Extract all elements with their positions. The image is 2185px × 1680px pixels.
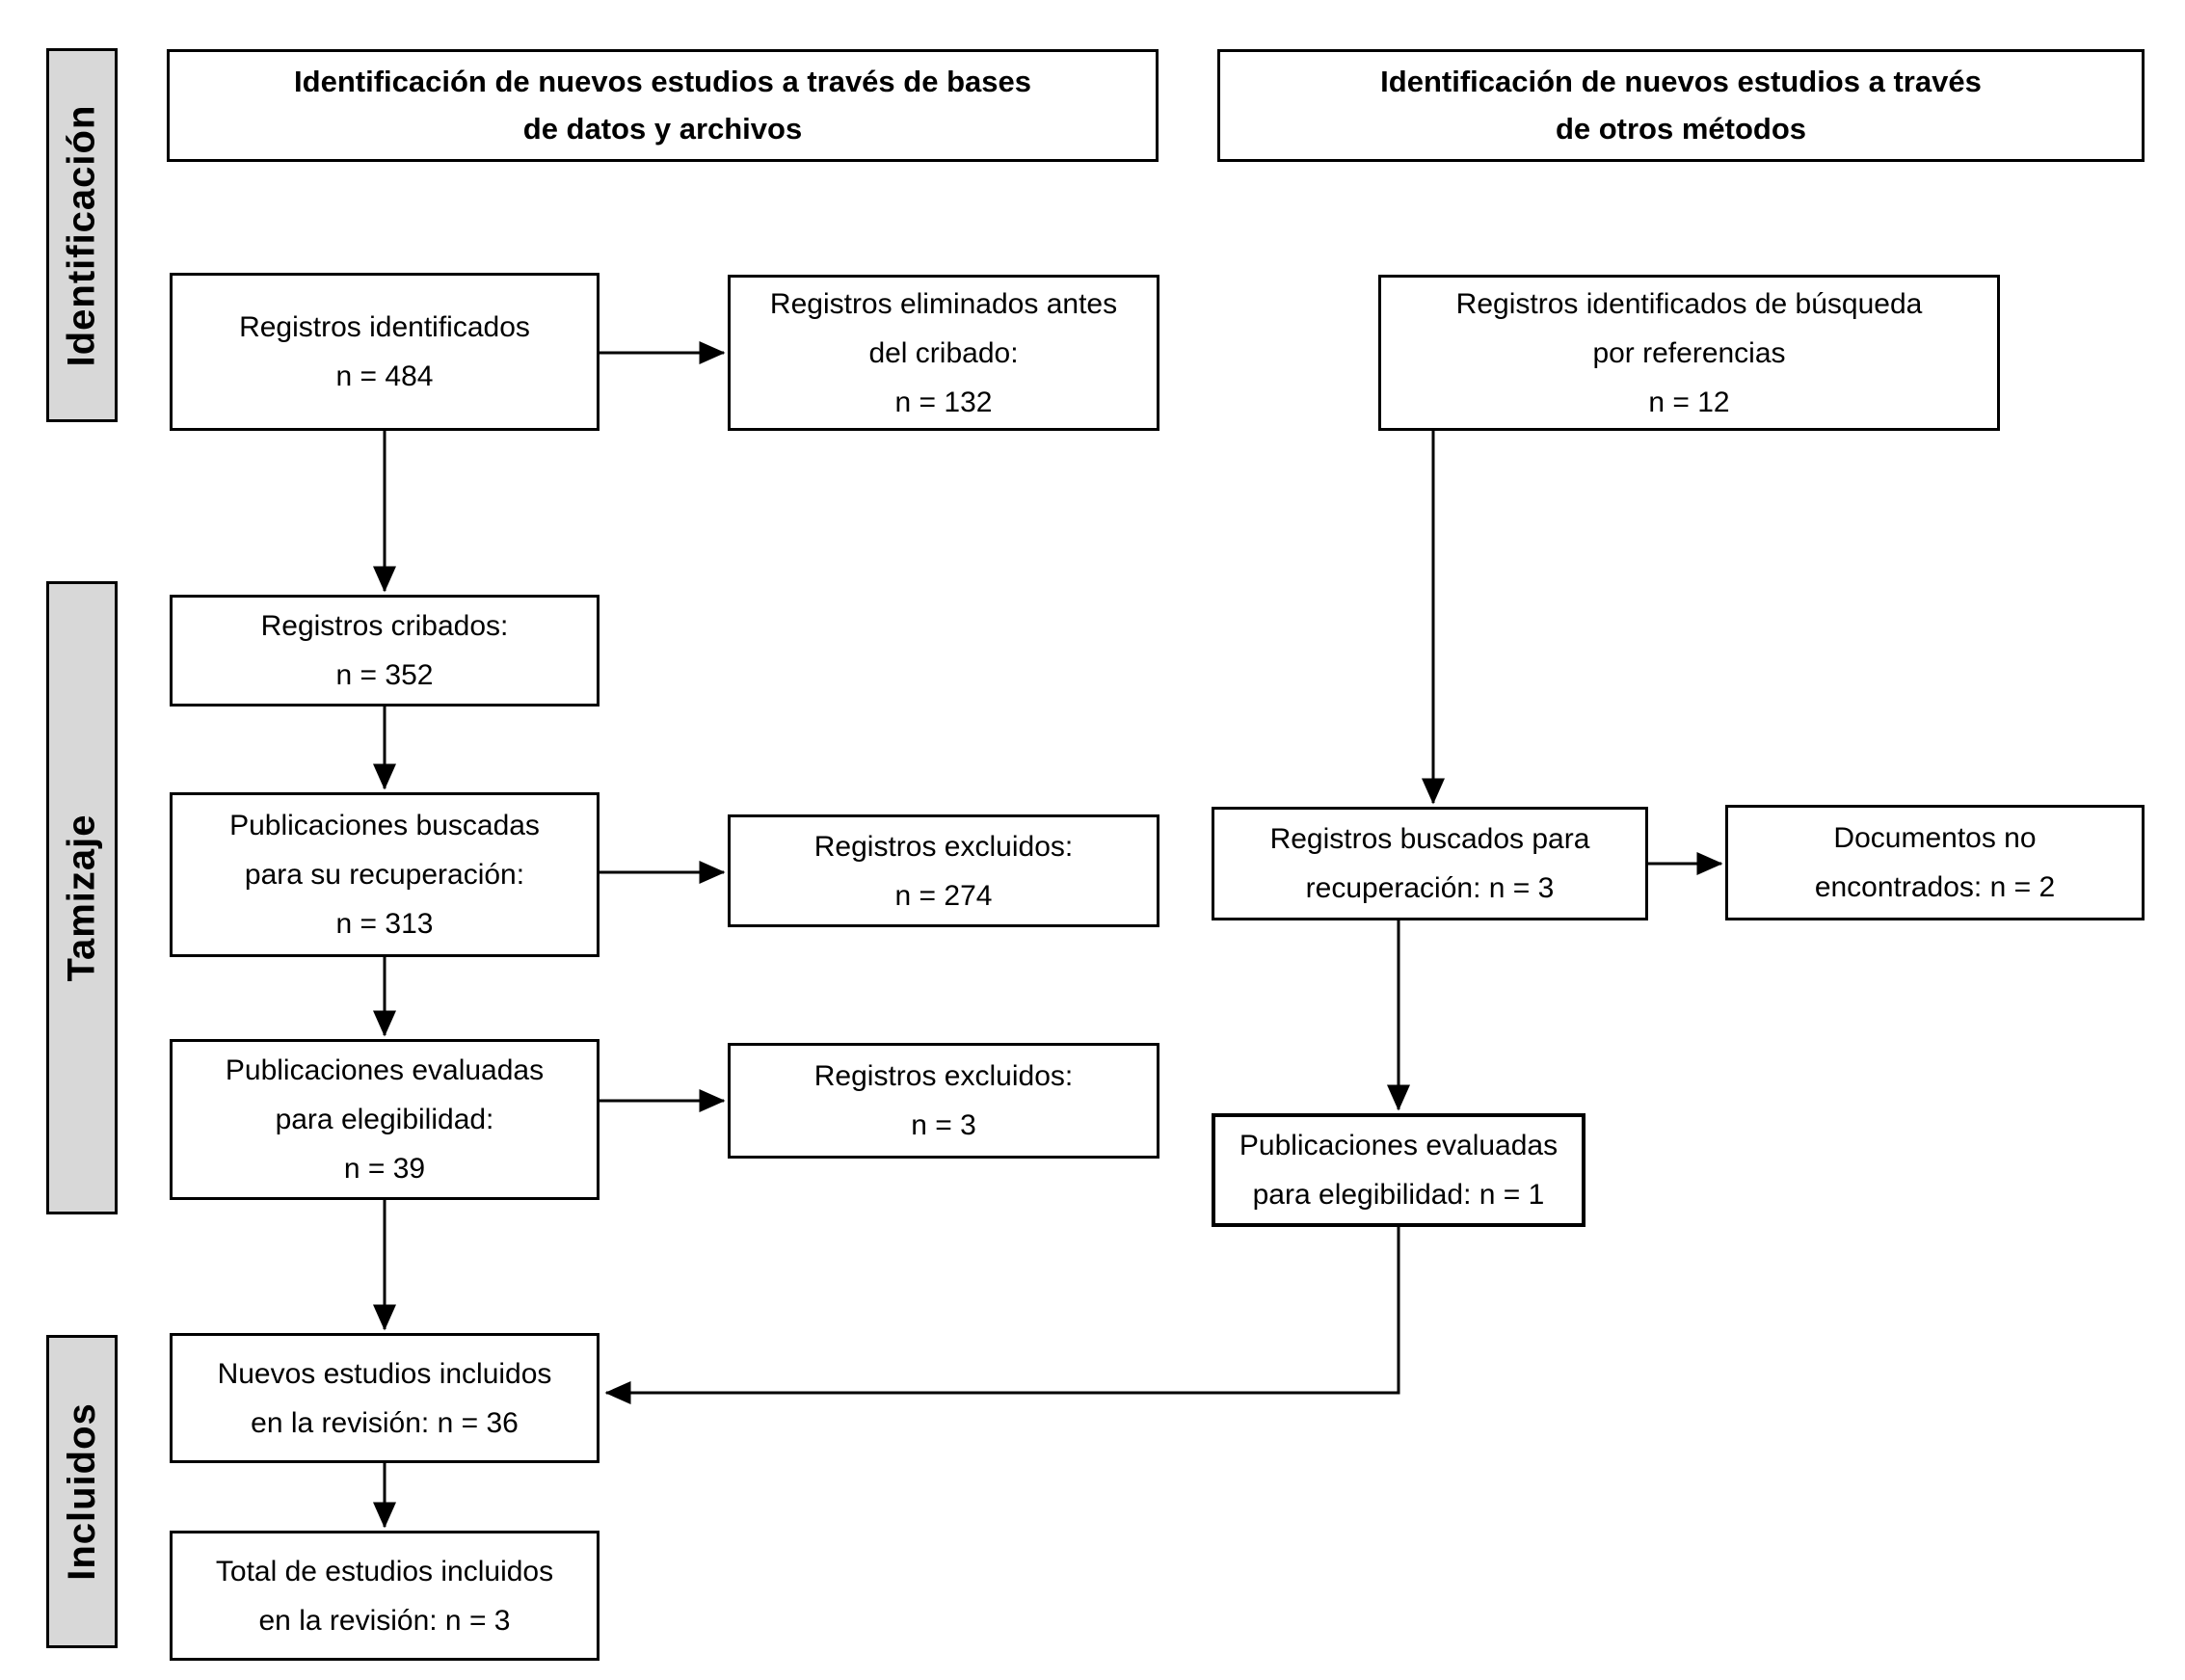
- box-ref-records-sought: Registros buscados para recuperación: n …: [1212, 807, 1648, 920]
- sidebar-identification-label: Identificación: [60, 104, 103, 366]
- box-ref-records-sought-text: Registros buscados para recuperación: n …: [1269, 823, 1590, 904]
- header-databases-text: Identificación de nuevos estudios a trav…: [294, 65, 1031, 146]
- box-new-studies-included-text: Nuevos estudios incluidos en la revisión…: [217, 1357, 552, 1439]
- header-other-methods: Identificación de nuevos estudios a trav…: [1217, 49, 2145, 162]
- box-records-excluded-screening-text: Registros excluidos: n = 274: [813, 830, 1074, 912]
- box-total-studies-included: Total de estudios incluidos en la revisi…: [170, 1531, 600, 1661]
- box-ref-records-identified-text: Registros identificados de búsqueda por …: [1455, 287, 1923, 418]
- box-records-excluded-screening: Registros excluidos: n = 274: [728, 814, 1159, 927]
- arrow-ref-assessed-to-new-included: [604, 1227, 1400, 1404]
- box-publications-assessed-text: Publicaciones evaluadas para elegibilida…: [225, 1054, 545, 1185]
- box-publications-assessed: Publicaciones evaluadas para elegibilida…: [170, 1039, 600, 1200]
- box-publications-sought: Publicaciones buscadas para su recuperac…: [170, 792, 600, 957]
- box-records-identified: Registros identificados n = 484: [170, 273, 600, 431]
- box-publications-sought-text: Publicaciones buscadas para su recuperac…: [229, 810, 540, 940]
- box-ref-publications-assessed-text: Publicaciones evaluadas para elegibilida…: [1239, 1130, 1559, 1211]
- box-total-studies-included-text: Total de estudios incluidos en la revisi…: [215, 1555, 554, 1637]
- box-records-removed: Registros eliminados antes del cribado: …: [728, 275, 1159, 431]
- box-ref-publications-assessed: Publicaciones evaluadas para elegibilida…: [1212, 1113, 1585, 1227]
- box-records-excluded-eligibility-text: Registros excluidos: n = 3: [813, 1060, 1074, 1141]
- sidebar-stage-included: Incluidos: [46, 1335, 118, 1648]
- box-ref-documents-not-found: Documentos no encontrados: n = 2: [1725, 805, 2145, 920]
- box-ref-documents-not-found-text: Documentos no encontrados: n = 2: [1814, 822, 2056, 903]
- box-ref-records-identified: Registros identificados de búsqueda por …: [1378, 275, 2000, 431]
- box-new-studies-included: Nuevos estudios incluidos en la revisión…: [170, 1333, 600, 1463]
- box-records-identified-text: Registros identificados n = 484: [239, 311, 530, 392]
- sidebar-screening-label: Tamizaje: [60, 813, 103, 982]
- box-records-excluded-eligibility: Registros excluidos: n = 3: [728, 1043, 1159, 1159]
- box-records-screened: Registros cribados: n = 352: [170, 595, 600, 707]
- box-records-screened-text: Registros cribados: n = 352: [260, 610, 509, 691]
- header-databases: Identificación de nuevos estudios a trav…: [167, 49, 1159, 162]
- box-records-removed-text: Registros eliminados antes del cribado: …: [769, 287, 1118, 418]
- sidebar-stage-screening: Tamizaje: [46, 581, 118, 1214]
- sidebar-included-label: Incluidos: [60, 1402, 103, 1581]
- sidebar-stage-identification: Identificación: [46, 48, 118, 422]
- header-other-methods-text: Identificación de nuevos estudios a trav…: [1380, 65, 1982, 146]
